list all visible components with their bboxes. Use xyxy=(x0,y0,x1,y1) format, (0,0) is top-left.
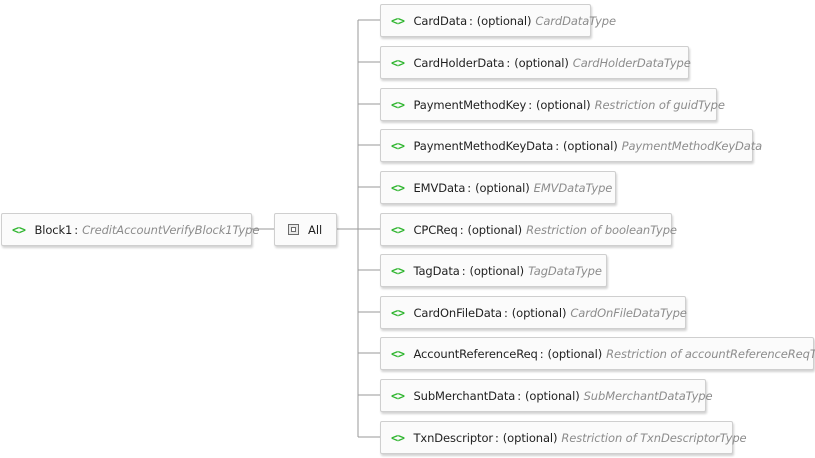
element-icon: <> xyxy=(391,305,405,320)
element-optional: (optional) xyxy=(467,222,523,237)
child-element-node[interactable]: <> CardHolderData : (optional) CardHolde… xyxy=(380,46,691,79)
element-optional: (optional) xyxy=(525,388,580,403)
element-separator: : xyxy=(461,263,466,278)
element-name: SubMerchantData xyxy=(413,388,516,403)
element-separator: : xyxy=(517,388,522,403)
element-separator: : xyxy=(506,55,511,70)
element-name: AccountReferenceReq xyxy=(413,346,538,361)
element-name: CPCReq xyxy=(413,222,458,237)
element-icon: <> xyxy=(391,222,405,237)
element-optional: (optional) xyxy=(469,263,525,278)
element-type: CreditAccountVerifyBlock1Type xyxy=(82,222,260,237)
element-type: CardHolderDataType xyxy=(572,55,691,70)
element-icon: <> xyxy=(391,180,405,195)
element-optional: (optional) xyxy=(475,180,530,195)
child-element-node[interactable]: <> CardData : (optional) CardDataType xyxy=(380,4,616,37)
element-icon: <> xyxy=(12,222,26,237)
element-icon: <> xyxy=(391,430,405,445)
child-element-node[interactable]: <> AccountReferenceReq : (optional) Rest… xyxy=(380,337,815,370)
child-element-node[interactable]: <> PaymentMethodKey : (optional) Restric… xyxy=(380,88,725,121)
element-type: Restriction of booleanType xyxy=(526,222,677,237)
child-element-node[interactable]: <> TagData : (optional) TagDataType xyxy=(380,254,607,287)
element-name: CardData xyxy=(413,13,468,28)
element-name: PaymentMethodKeyData xyxy=(413,138,554,153)
element-name: TxnDescriptor xyxy=(413,430,494,445)
element-name: CardHolderData xyxy=(413,55,505,70)
element-optional: (optional) xyxy=(547,346,603,361)
element-separator: : xyxy=(467,180,472,195)
element-optional: (optional) xyxy=(511,305,567,320)
child-element-node[interactable]: <> SubMerchantData : (optional) SubMerch… xyxy=(380,379,713,412)
element-type: Restriction of accountReferenceReqType xyxy=(606,346,815,361)
element-separator: : xyxy=(539,346,544,361)
element-icon: <> xyxy=(391,138,405,153)
element-separator: : xyxy=(504,305,508,320)
element-type: TagDataType xyxy=(528,263,602,278)
element-icon: <> xyxy=(391,97,405,112)
root-element-node[interactable]: <> Block1 : CreditAccountVerifyBlock1Typ… xyxy=(1,213,259,246)
element-optional: (optional) xyxy=(563,138,618,153)
element-name: PaymentMethodKey xyxy=(413,97,527,112)
element-name: CardOnFileData xyxy=(413,305,502,320)
element-type: CardDataType xyxy=(535,13,616,28)
element-icon: <> xyxy=(391,55,405,70)
child-element-node[interactable]: <> EMVData : (optional) EMVDataType xyxy=(380,171,616,204)
element-type: PaymentMethodKeyData xyxy=(621,138,763,153)
element-optional: (optional) xyxy=(476,13,532,28)
element-type: SubMerchantDataType xyxy=(583,388,713,403)
element-icon: <> xyxy=(391,263,405,278)
element-name: Block1 xyxy=(34,222,73,237)
element-type: Restriction of guidType xyxy=(594,97,725,112)
child-element-node[interactable]: <> PaymentMethodKeyData : (optional) Pay… xyxy=(380,129,762,162)
element-optional: (optional) xyxy=(535,97,591,112)
element-name: TagData xyxy=(413,263,460,278)
compositor-label: All xyxy=(308,222,323,237)
element-separator: : xyxy=(74,222,79,237)
element-separator: : xyxy=(469,13,473,28)
element-name: EMVData xyxy=(413,180,466,195)
all-compositor-node[interactable]: All xyxy=(274,213,337,246)
child-element-node[interactable]: <> CardOnFileData : (optional) CardOnFil… xyxy=(380,296,687,329)
element-icon: <> xyxy=(391,346,405,361)
element-optional: (optional) xyxy=(514,55,569,70)
all-compositor-icon xyxy=(288,224,299,235)
element-separator: : xyxy=(495,430,499,445)
element-separator: : xyxy=(528,97,532,112)
element-type: EMVDataType xyxy=(533,180,613,195)
element-separator: : xyxy=(555,138,560,153)
element-separator: : xyxy=(459,222,464,237)
element-icon: <> xyxy=(391,13,405,28)
element-type: Restriction of TxnDescriptorType xyxy=(561,430,747,445)
element-icon: <> xyxy=(391,388,405,403)
child-element-node[interactable]: <> TxnDescriptor : (optional) Restrictio… xyxy=(380,421,747,454)
child-element-node[interactable]: <> CPCReq : (optional) Restriction of bo… xyxy=(380,213,677,246)
element-type: CardOnFileDataType xyxy=(570,305,687,320)
element-optional: (optional) xyxy=(502,430,558,445)
